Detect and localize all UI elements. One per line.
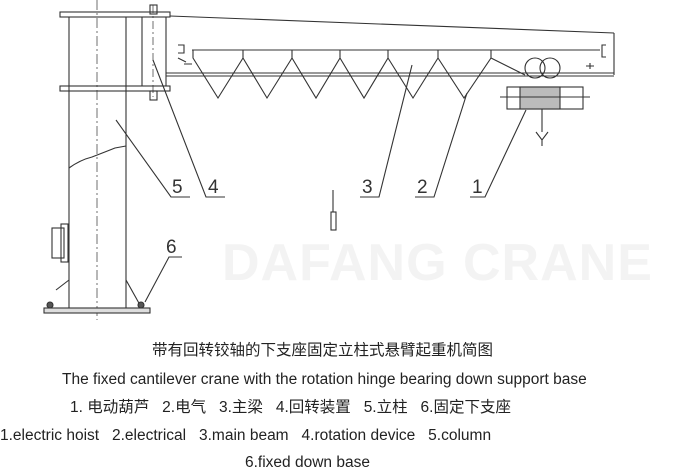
- pendant: [330, 190, 337, 231]
- callout-3: 3: [362, 177, 373, 198]
- callout-6: 6: [166, 237, 177, 258]
- callout-1: 1: [472, 177, 483, 198]
- leader-3: [360, 64, 413, 198]
- leader-4: [152, 59, 225, 198]
- slewing-plate: [59, 85, 171, 92]
- callout-2: 2: [417, 177, 428, 198]
- leader-1: [470, 109, 527, 198]
- legend-english-line1: 1.electric hoist 2.electrical 3.main bea…: [0, 427, 492, 444]
- leader-6: [144, 256, 182, 303]
- callout-5: 5: [172, 177, 183, 198]
- column: [51, 0, 167, 320]
- top-plate: [59, 11, 171, 18]
- main-beam: [166, 15, 615, 77]
- jib-crane-drawing: DAFANG CRANE: [43, 0, 653, 320]
- title-chinese: 带有回转铰轴的下支座固定立柱式悬臂起重机简图: [152, 342, 494, 359]
- leader-5: [115, 119, 190, 198]
- callout-4: 4: [208, 177, 219, 198]
- electric-hoist: [500, 57, 590, 146]
- watermark: DAFANG CRANE: [222, 234, 653, 292]
- base-plate: [43, 307, 151, 314]
- festoon-cable: [192, 50, 526, 100]
- legend-chinese: 1. 电动葫芦 2.电气 3.主梁 4.回转装置 5.立柱 6.固定下支座: [70, 399, 511, 416]
- title-english: The fixed cantilever crane with the rota…: [62, 371, 587, 388]
- legend-english-line2: 6.fixed down base: [245, 454, 370, 471]
- leader-2: [415, 92, 468, 198]
